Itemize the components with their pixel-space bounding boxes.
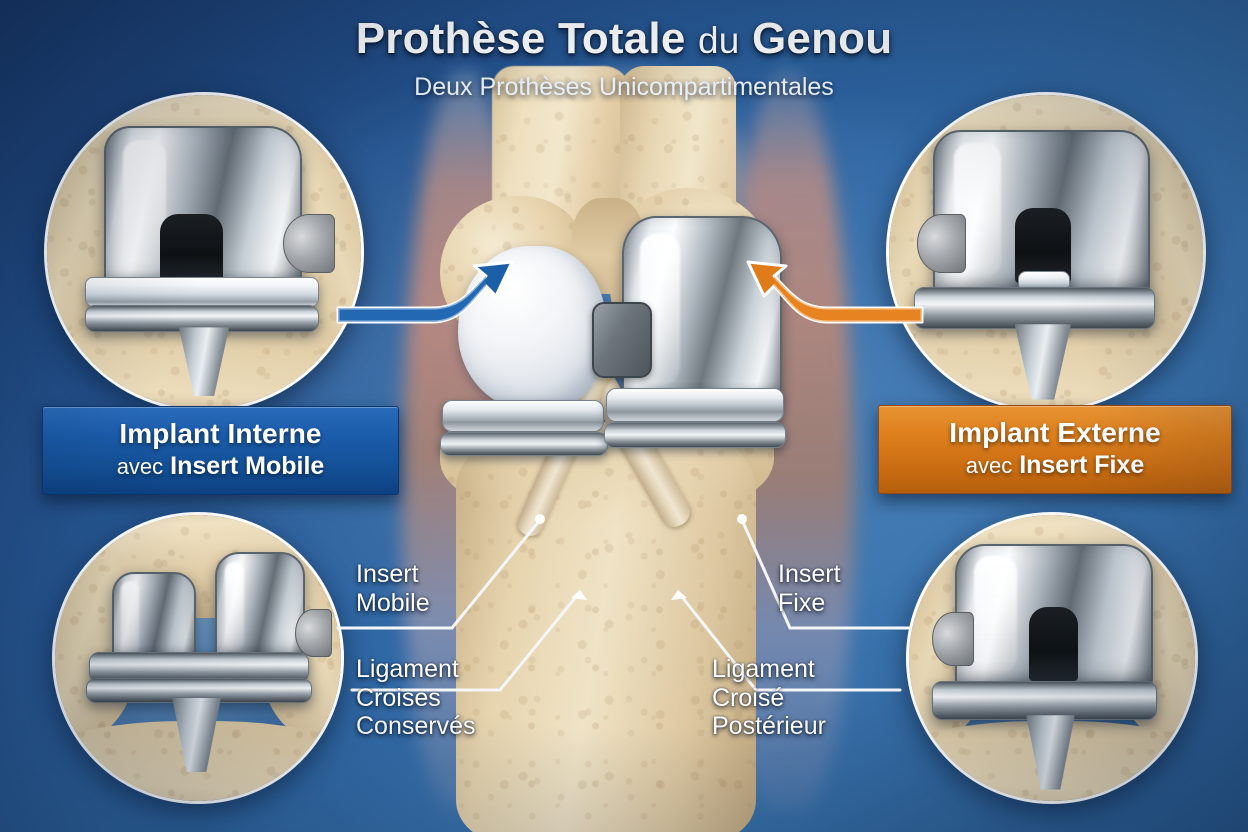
porous-peg [282,214,335,273]
annotation-ligament-left-line1: Ligament [356,655,459,683]
title-part1: Prothèse Totale [355,14,686,63]
label-left-line2: avec Insert Mobile [59,452,382,480]
label-right-line2: avec Insert Fixe [895,451,1215,479]
title-du: du [697,20,740,61]
label-box-implant-interne[interactable]: Implant Interne avec Insert Mobile [42,406,399,496]
inset-top-left[interactable] [44,92,364,412]
title-part2: Genou [751,14,893,63]
blue-arrow [336,260,514,324]
tibial-tray [931,680,1157,721]
label-box-implant-externe[interactable]: Implant Externe avec Insert Fixe [878,405,1232,495]
inset-top-right[interactable] [886,92,1206,412]
annotation-ligament-right-line3: Postérieur [712,712,826,740]
orange-arrow [746,260,924,324]
tibial-baseplate-medial [440,432,608,456]
label-left-line1: Implant Interne [119,418,322,449]
page-title: Prothèse Totale du Genou [0,14,1248,64]
annotation-insert-mobile: Insert Mobile [356,560,506,617]
inset-bottom-right[interactable] [906,512,1198,804]
label-right-avec: avec [965,453,1013,479]
annotation-ligament-left-line2: Croises [356,683,441,712]
intercondylar-box [1029,606,1078,681]
annotation-insert-mobile-line2: Mobile [356,588,430,617]
label-left-avec: avec [116,454,164,480]
tibial-tray-medial [442,400,604,432]
intercondylar-box [160,214,223,284]
porous-peg [295,609,332,658]
tibia-shaft [456,422,756,832]
page-subtitle: Deux Prothèses Unicompartimentales [414,73,834,101]
femoral-condyle-lateral [215,552,305,665]
annotation-insert-mobile-line1: Insert [356,560,419,588]
inset-bottom-left[interactable] [52,512,344,804]
annotation-insert-fixe: Insert Fixe [778,560,928,617]
title-block: Prothèse Totale du Genou Deux Prothèses … [0,14,1248,102]
label-right-line1: Implant Externe [949,417,1161,448]
annotation-ligament-left: Ligament Croises Conservés [356,655,526,741]
label-right-insert: Insert Fixe [1019,451,1145,480]
annotation-ligament-left-line3: Conservés [356,712,476,740]
polyethylene-insert [84,277,320,308]
porous-peg [931,612,974,666]
annotation-ligament-right-line1: Ligament [712,655,815,683]
annotation-ligament-right-line2: Croisé [712,683,785,712]
porous-peg [917,214,967,273]
tibial-tray-lateral [606,388,784,422]
annotation-ligament-right: Ligament Croisé Postérieur [712,655,902,741]
annotation-insert-fixe-line2: Fixe [778,588,826,617]
label-left-insert: Insert Mobile [170,452,325,481]
tibial-baseplate-lateral [604,422,786,448]
porous-peg [592,302,652,378]
annotation-insert-fixe-line1: Insert [778,560,841,588]
tibial-tray [914,286,1155,330]
